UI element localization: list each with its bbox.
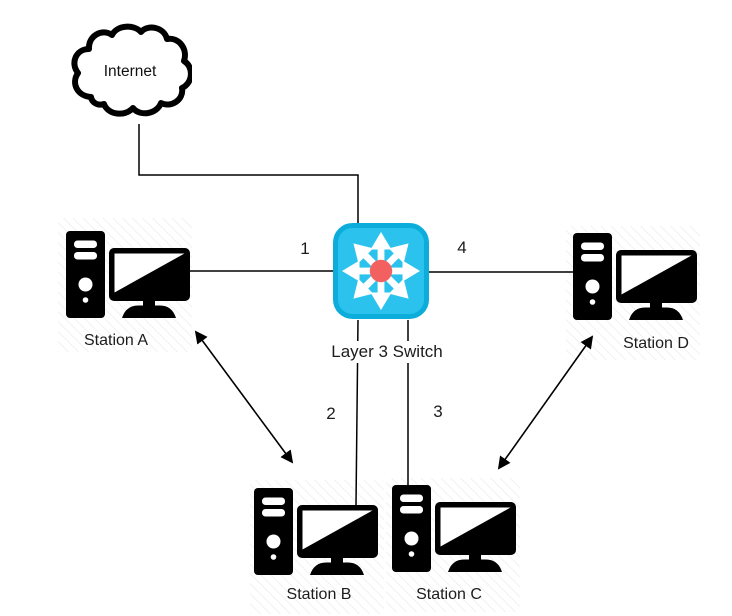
station-b-node[interactable] (254, 488, 378, 576)
port-1-label: 1 (300, 239, 310, 258)
station-c-node[interactable] (392, 485, 516, 573)
station-d-node[interactable] (573, 233, 697, 321)
port-4-label: 4 (457, 238, 467, 257)
internet-cloud-node[interactable]: Internet (68, 22, 192, 128)
edge-internet-to-switch (138, 124, 359, 224)
workstation-icon (573, 233, 697, 321)
internet-label: Internet (103, 62, 157, 80)
cloud-icon (71, 23, 192, 117)
workstation-icon (66, 231, 190, 319)
workstation-icon (392, 485, 516, 573)
station-b-label: Station B (286, 586, 352, 603)
port-3-label: 3 (433, 402, 443, 421)
edge-arrow-a-b (194, 330, 294, 464)
port-2-label: 2 (326, 404, 336, 423)
station-c-label: Station C (416, 586, 482, 603)
station-a-node[interactable] (66, 231, 190, 319)
layer3-switch-label: Layer 3 Switch (325, 341, 449, 363)
workstation-icon (254, 488, 378, 576)
layer3-switch-icon (333, 223, 429, 319)
layer3-switch-node[interactable] (333, 223, 429, 319)
station-d-label: Station D (623, 335, 689, 352)
station-a-label: Station A (83, 332, 149, 349)
